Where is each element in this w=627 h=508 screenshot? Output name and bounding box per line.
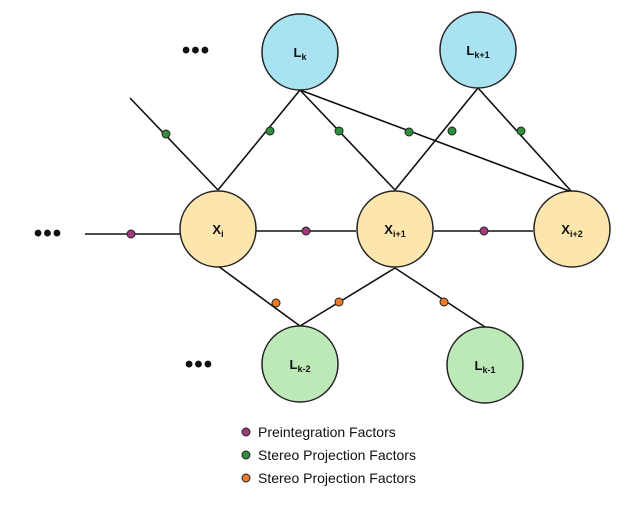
legend-item-preintegration: Preintegration Factors: [241, 424, 396, 440]
edge-lkm2-xi1: [299, 267, 396, 327]
edge-lk1-xi2: [477, 87, 573, 193]
node-label: Xi+1: [384, 222, 405, 239]
edge-xi-lk: [217, 89, 301, 191]
landmark-node-circle: [261, 325, 339, 403]
landmark-node-circle: [261, 13, 339, 91]
edge-xi-lkm2: [217, 265, 301, 327]
node-label: Xi: [212, 222, 223, 239]
node-label: Lk+1: [466, 43, 489, 60]
node-label: Xi+2: [561, 222, 582, 239]
node-lkm1: Lk-1: [446, 326, 524, 404]
stereo-factor-green: [161, 129, 171, 139]
ellipsis-left: •••: [34, 220, 62, 247]
preintegration-factor: [479, 226, 489, 236]
preintegration-factor: [126, 229, 136, 239]
node-xi1: Xi+1: [356, 190, 434, 268]
stereo-factor-green: [516, 126, 526, 136]
edge-xi-dangling: [129, 97, 219, 191]
edge-xi1-lk1: [394, 87, 479, 191]
edges: [85, 87, 573, 328]
node-xi: Xi: [179, 190, 257, 268]
node-lk: Lk: [261, 13, 339, 91]
node-lk1: Lk+1: [439, 11, 517, 89]
legend-label: Preintegration Factors: [258, 424, 396, 440]
pose-node-circle: [533, 190, 611, 268]
ellipsis-top: •••: [182, 37, 210, 64]
pose-node-circle: [179, 190, 257, 268]
landmark-node-circle: [439, 11, 517, 89]
stereo-factor-green: [404, 127, 414, 137]
stereo-factor-green: [265, 126, 275, 136]
stereo-factor-orange: [271, 298, 281, 308]
stereo-factor-green: [334, 126, 344, 136]
legend: Preintegration Factors Stereo Projection…: [241, 424, 416, 486]
stereo-factor-orange: [439, 297, 449, 307]
edge-xi1-lkm1: [394, 267, 486, 328]
legend-label: Stereo Projection Factors: [258, 470, 416, 486]
edge-lk-xi1: [299, 89, 396, 191]
preintegration-factor: [301, 226, 311, 236]
landmark-node-circle: [446, 326, 524, 404]
ellipsis-bottom: •••: [185, 351, 213, 378]
legend-item-stereo-orange: Stereo Projection Factors: [241, 470, 416, 486]
pose-node-circle: [356, 190, 434, 268]
node-label: Lk-2: [290, 357, 311, 374]
legend-marker: [241, 473, 251, 483]
node-label: Lk-1: [475, 358, 496, 375]
legend-label: Stereo Projection Factors: [258, 447, 416, 463]
edge-lk-xi2: [299, 89, 573, 193]
legend-marker: [241, 427, 251, 437]
node-lkm2: Lk-2: [261, 325, 339, 403]
stereo-factor-orange: [334, 297, 344, 307]
legend-item-stereo-green: Stereo Projection Factors: [241, 447, 416, 463]
factors: [126, 126, 526, 308]
stereo-factor-green: [447, 126, 457, 136]
node-xi2: Xi+2: [533, 190, 611, 268]
node-label: Lk: [294, 45, 308, 62]
legend-marker: [241, 450, 251, 460]
